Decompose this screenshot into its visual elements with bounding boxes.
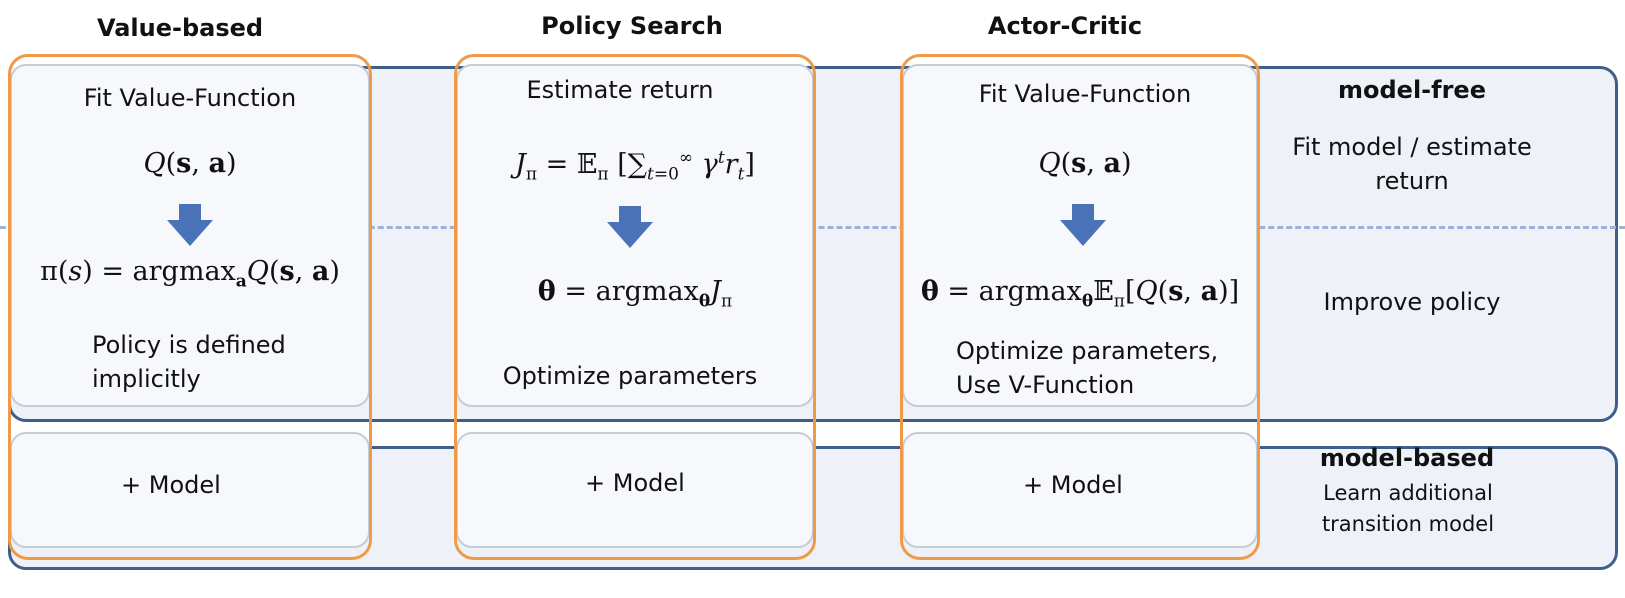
actor-critic-down-arrow [1060,204,1106,246]
actor-critic-policy-note: Optimize parameters, Use V-Function [956,337,1219,399]
value-based-policy-note: Policy is defined implicitly [92,331,286,393]
actor-critic-fit-label: Fit Value-Function [978,80,1192,108]
value-based-down-arrow [167,204,213,246]
actor-critic-q-formula: Q(s, a) [1038,148,1132,179]
policy-search-policy-note: Optimize parameters [502,362,758,390]
actor-critic-theta-formula: θ = argmaxθ𝔼π[Q(s, a)] [920,276,1240,312]
policy-search-return-formula: Jπ = 𝔼π [∑t=0∞ γtrt] [515,148,755,185]
policy-search-model-label: + Model [585,469,685,497]
policy-search-lower-panel [456,432,814,548]
value-based-fit-label: Fit Value-Function [83,84,297,112]
value-based-column [8,54,372,560]
improve-policy-label: Improve policy [1323,288,1501,316]
model-based-title: model-based [1319,444,1495,472]
value-based-q-formula: Q(s, a) [143,148,237,179]
value-based-lower-panel [10,432,370,548]
value-based-heading: Value-based [96,14,264,42]
policy-search-theta-formula: θ = argmaxθJπ [537,276,733,312]
actor-critic-model-label: + Model [1023,471,1123,499]
model-free-description: Fit model / estimate return [1292,133,1532,195]
policy-search-column [454,54,816,560]
model-free-title: model-free [1338,76,1486,104]
model-based-description: Learn additional transition model [1321,481,1495,536]
value-based-model-label: + Model [121,471,221,499]
actor-critic-heading: Actor-Critic [987,12,1143,40]
value-based-policy-formula: π(s) = argmaxaQ(s, a) [40,256,340,292]
policy-search-fit-label: Estimate return [526,76,714,104]
policy-search-heading: Policy Search [541,12,723,40]
actor-critic-upper-panel [902,64,1258,407]
actor-critic-lower-panel [902,432,1258,548]
actor-critic-column [900,54,1260,560]
policy-search-down-arrow [607,206,653,248]
